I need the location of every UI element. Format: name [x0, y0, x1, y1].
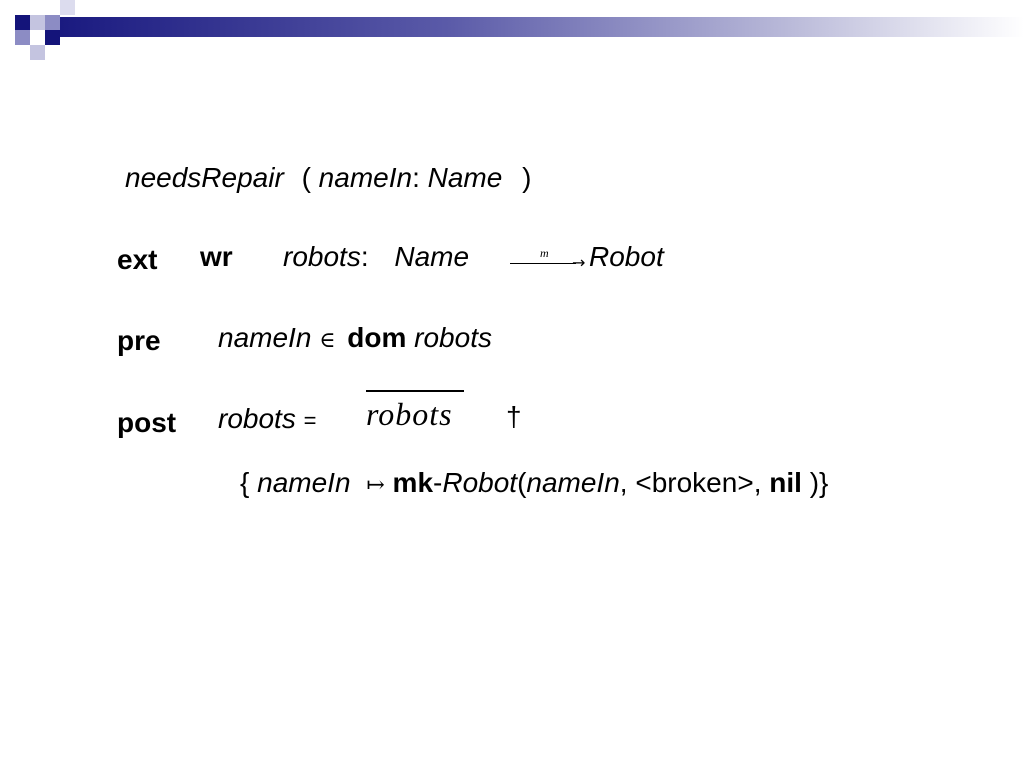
- map-label: m: [540, 246, 549, 260]
- constructor-name: Robot: [442, 467, 518, 498]
- header-square-light: [30, 15, 45, 30]
- post-lhs-var: robots: [218, 403, 296, 434]
- ext-domain-type: Name: [394, 241, 470, 272]
- ext-declaration: robots: Name: [283, 241, 469, 273]
- old-robots-text: robots: [366, 396, 453, 432]
- close-brace: )}: [809, 467, 829, 498]
- header-square-light: [30, 45, 45, 60]
- map-arrow-shaft: [510, 263, 576, 264]
- open-paren: (: [301, 162, 311, 193]
- param-colon: :: [412, 162, 420, 193]
- ext-var: robots: [283, 241, 361, 272]
- maps-to-symbol: ↦: [366, 473, 385, 498]
- ctor-comma-2: ,: [753, 467, 762, 498]
- operation-name: needsRepair: [125, 162, 284, 193]
- ext-range-type: Robot: [589, 241, 664, 273]
- ext-keyword: ext: [117, 244, 158, 275]
- param-type: Name: [427, 162, 503, 193]
- close-paren: ): [522, 162, 532, 193]
- param-name: nameIn: [318, 162, 413, 193]
- pre-condition: nameIn ∈ dom robots: [218, 322, 492, 354]
- post-map-expression: { nameIn ↦ mk-Robot(nameIn, <broken>, ni…: [240, 467, 828, 499]
- pre-keyword: pre: [117, 325, 161, 356]
- header-square-pale: [60, 0, 75, 15]
- ctor-arg-name: nameIn: [526, 467, 620, 498]
- operation-signature: needsRepair ( nameIn: Name ): [125, 162, 531, 194]
- map-arrow-head: →: [572, 253, 586, 272]
- header-square-mid: [15, 30, 30, 45]
- header-square-dark: [15, 15, 30, 30]
- ctor-lparen: (: [517, 467, 527, 498]
- header-square-mid: [45, 15, 60, 30]
- header-gradient-band: [60, 17, 1024, 37]
- ext-colon: :: [360, 241, 369, 272]
- nil-keyword: nil: [769, 467, 802, 498]
- element-of-symbol: ∈: [319, 328, 336, 353]
- post-keyword: post: [117, 407, 177, 438]
- override-symbol: †: [506, 401, 522, 432]
- post-lhs: robots =: [218, 403, 316, 435]
- equals-sign: =: [303, 408, 317, 433]
- old-robots-hooked: robots: [366, 390, 464, 433]
- dom-keyword: dom: [347, 322, 407, 353]
- range-type: Robot: [589, 241, 664, 272]
- header-square-dark: [45, 30, 60, 45]
- ctor-arg-status: <broken>: [635, 467, 754, 498]
- pre-set: robots: [414, 322, 492, 353]
- mk-keyword: mk: [392, 467, 434, 498]
- hook-bar: [366, 390, 464, 392]
- map-key: nameIn: [257, 467, 351, 498]
- open-brace: {: [240, 467, 250, 498]
- wr-keyword: wr: [200, 241, 233, 272]
- ctor-comma-1: ,: [619, 467, 628, 498]
- mk-dash: -: [433, 467, 443, 498]
- map-arrow-icon: m →: [508, 246, 586, 272]
- pre-var: nameIn: [218, 322, 312, 353]
